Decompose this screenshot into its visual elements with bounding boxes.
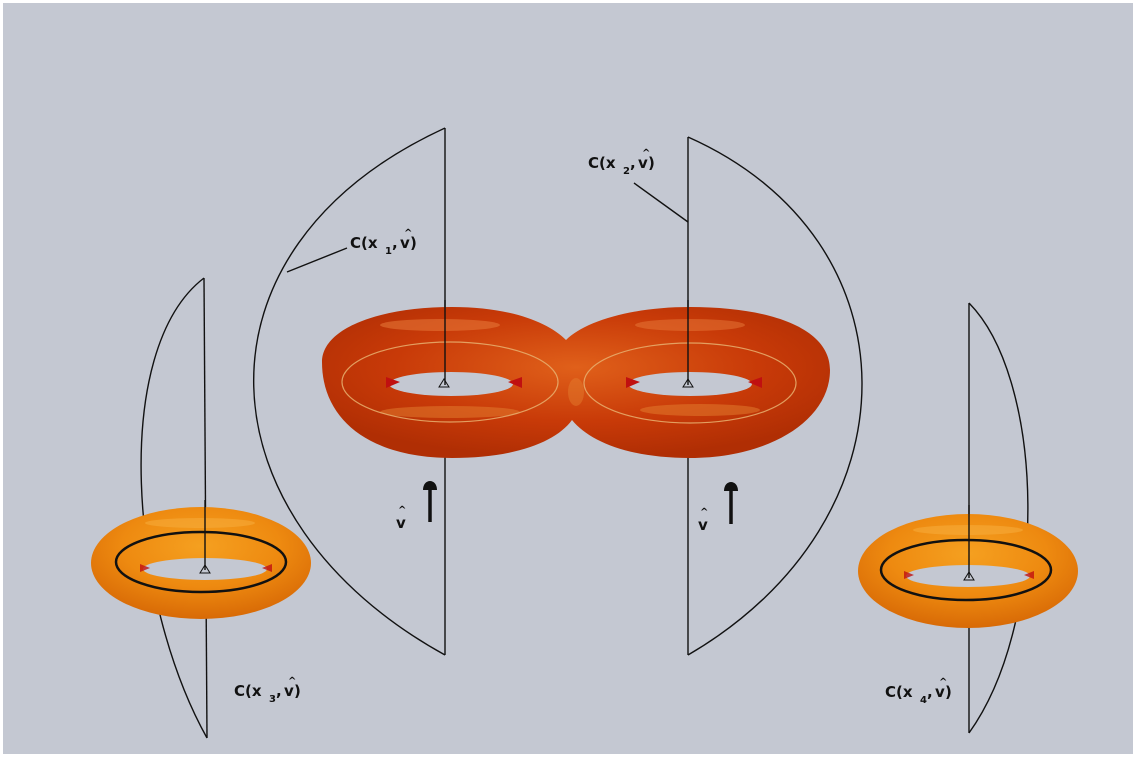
double-torus-hole-right — [628, 372, 752, 396]
label-c1-prefix: C(x — [350, 234, 378, 252]
orientation-arrow-red — [626, 377, 640, 388]
double-torus-ring-left — [341, 341, 559, 423]
torus-right-ring — [879, 538, 1053, 602]
label-c2-suffix: ) — [648, 154, 655, 172]
leader-line-c1 — [286, 247, 348, 273]
label-c1-comma: , — [392, 234, 398, 252]
vhat-letter: v — [698, 516, 708, 534]
label-c1-hat: ^ — [404, 228, 412, 239]
label-c3-prefix: C(x — [234, 682, 262, 700]
label-c1-suffix: ) — [410, 234, 417, 252]
orientation-arrow-red — [508, 377, 522, 388]
orientation-arrow-red — [140, 564, 150, 572]
label-c3-v: v — [284, 682, 294, 700]
label-c1-sub: 1 — [385, 246, 392, 257]
torus-left-ring — [114, 530, 288, 594]
vhat-label-left: ^ v — [396, 505, 406, 532]
torus-highlight — [913, 525, 1023, 535]
torus-highlight — [145, 518, 255, 528]
label-c4-sub: 4 — [920, 695, 927, 706]
label-c3-hat: ^ — [288, 676, 296, 687]
orientation-arrow-red — [904, 571, 914, 579]
double-torus-body — [322, 307, 830, 458]
torus-highlight — [640, 404, 760, 416]
label-c3: C(x 3 ^ v ) , — [234, 676, 301, 705]
torus-right-hole — [906, 565, 1030, 587]
label-c2-sub: 2 — [623, 166, 630, 177]
vhat-label-right: ^ v — [698, 507, 708, 534]
vhat-hat: ^ — [700, 507, 708, 518]
double-torus-hole-left — [389, 372, 513, 396]
label-c1-v: v — [400, 234, 410, 252]
small-arrow-icon — [199, 564, 211, 574]
orientation-arrow-red — [1024, 571, 1034, 579]
torus-highlight — [635, 319, 745, 331]
label-c4-prefix: C(x — [885, 683, 913, 701]
torus-highlight — [568, 378, 584, 406]
direction-arrow-right — [724, 482, 738, 524]
label-c4: C(x 4 ^ v ) , — [885, 677, 952, 706]
small-arrow-icon — [438, 378, 450, 388]
small-arrow-icon — [682, 378, 694, 388]
label-c3-sub: 3 — [269, 694, 276, 705]
label-c2: C(x 2 ^ v ) , — [588, 148, 655, 177]
label-c2-comma: , — [630, 154, 636, 172]
orientation-arrow-red — [386, 377, 400, 388]
torus-highlight — [380, 319, 500, 331]
vhat-letter: v — [396, 514, 406, 532]
small-arrow-icon — [963, 571, 975, 581]
vhat-hat: ^ — [398, 505, 406, 516]
torus-highlight — [380, 406, 520, 418]
label-c4-comma: , — [927, 683, 933, 701]
double-torus — [322, 307, 830, 458]
label-c2-prefix: C(x — [588, 154, 616, 172]
torus-left — [91, 500, 311, 619]
label-c4-hat: ^ — [939, 677, 947, 688]
label-c2-v: v — [638, 154, 648, 172]
label-c4-suffix: ) — [945, 683, 952, 701]
label-c2-hat: ^ — [642, 148, 650, 159]
double-torus-ring-right — [583, 342, 797, 424]
leader-line-c2 — [633, 182, 689, 223]
torus-right — [858, 505, 1078, 628]
label-c3-suffix: ) — [294, 682, 301, 700]
label-c3-comma: , — [276, 682, 282, 700]
orientation-arrow-red — [262, 564, 272, 572]
direction-arrow-left — [423, 481, 437, 522]
label-c1: C(x 1 ^ v ) , — [350, 228, 417, 257]
orientation-arrow-red — [748, 377, 762, 388]
label-c4-v: v — [935, 683, 945, 701]
